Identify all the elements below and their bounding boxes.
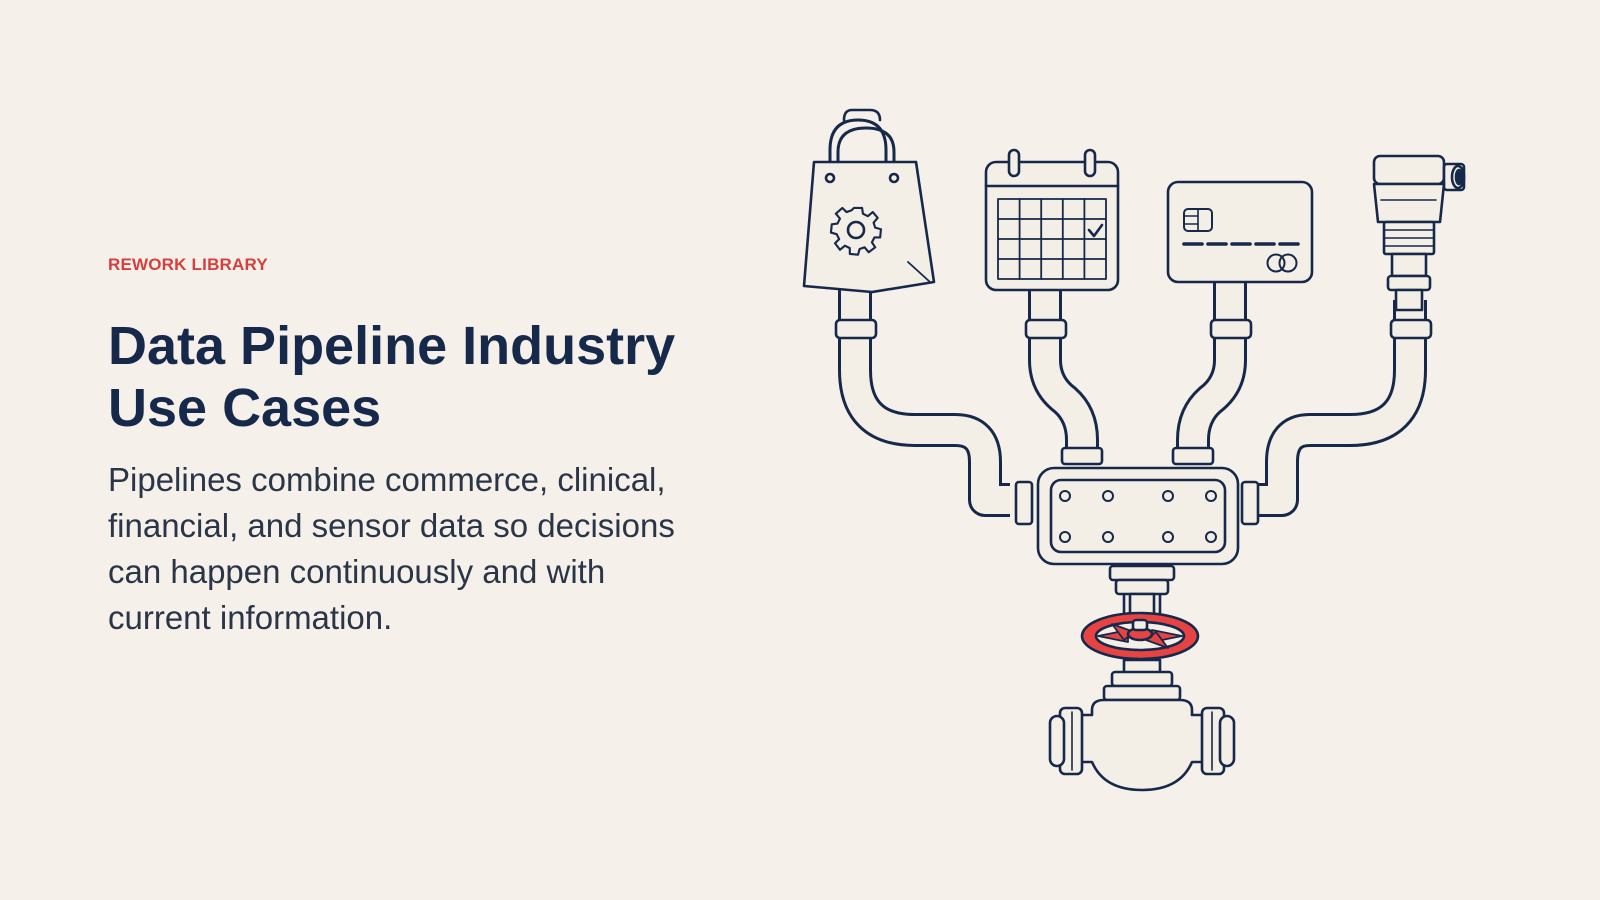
manifold-icon <box>1036 466 1240 566</box>
shopping-bag-icon <box>802 108 936 294</box>
pipeline-illustration <box>802 108 1466 792</box>
pipes <box>838 275 1427 622</box>
body-paragraph: Pipelines combine commerce, clinical, fi… <box>108 461 675 636</box>
calendar-icon <box>984 148 1120 292</box>
title-line-2: Use Cases <box>108 378 382 438</box>
sensor-icon <box>1372 154 1466 312</box>
title-line-1: Data Pipeline Industry <box>108 316 676 376</box>
valve-stem <box>1108 564 1176 620</box>
credit-card-icon <box>1166 180 1314 284</box>
valve-body-icon <box>1048 658 1236 792</box>
gear-icon <box>829 206 883 256</box>
valve-wheel-icon <box>1080 611 1200 661</box>
eyebrow-label: REWORK LIBRARY <box>108 255 268 274</box>
text-block: REWORK LIBRARY Data Pipeline Industry Us… <box>108 255 728 641</box>
pipe-collars <box>834 318 1433 526</box>
checkmark-icon <box>1087 223 1104 238</box>
page-title: Data Pipeline Industry Use Cases <box>108 315 728 439</box>
